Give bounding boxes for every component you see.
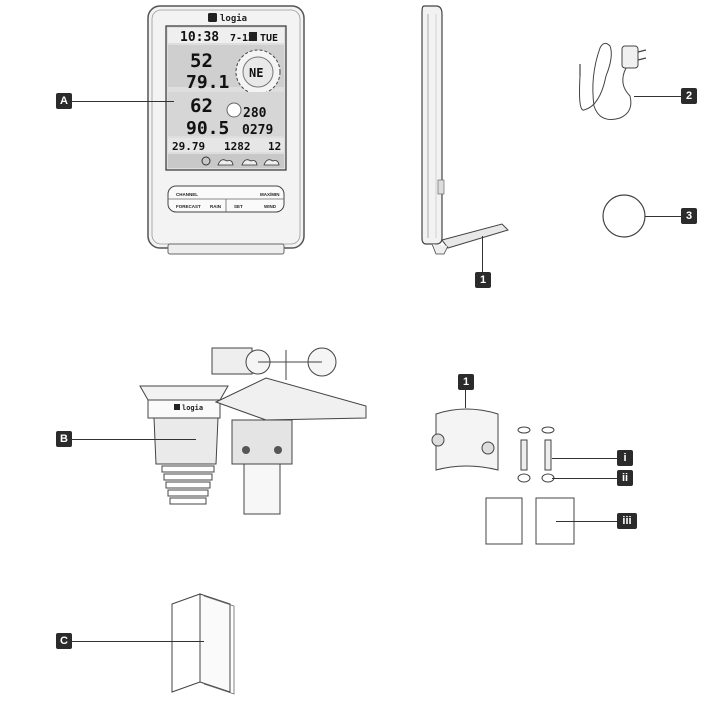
callout-a: A <box>56 93 72 109</box>
lcd-rain: 0279 <box>242 123 273 138</box>
console-side-view <box>421 5 509 255</box>
lcd-wind-direction: NE <box>249 66 263 80</box>
lcd-temp-out: 79.1 <box>186 72 229 93</box>
power-adapter <box>579 42 647 120</box>
callout-3-leader <box>645 216 681 217</box>
callout-b-leader <box>72 439 196 440</box>
set-button-label: SET <box>234 204 243 209</box>
screws <box>517 426 555 483</box>
callout-3-round: 3 <box>681 208 697 224</box>
callout-2-adapter: 2 <box>681 88 697 104</box>
callout-b: B <box>56 431 72 447</box>
callout-i: i <box>617 450 633 466</box>
callout-iii: iii <box>617 513 637 529</box>
lcd-value-right: 12 <box>268 140 281 153</box>
mounting-bracket <box>431 408 499 471</box>
callout-c-leader <box>72 641 204 642</box>
sensor-brand: logia <box>182 404 203 412</box>
display-console: logia 10:38 7-12 TUE 52 79.1 NE 62 90.5 … <box>147 5 305 255</box>
console-brand: logia <box>220 13 247 24</box>
lcd-value-mid: 1282 <box>224 140 251 153</box>
callout-1-mount: 1 <box>458 374 474 390</box>
callout-1-stand: 1 <box>475 272 491 288</box>
callout-c: C <box>56 633 72 649</box>
callout-1-stand-leader <box>482 236 483 272</box>
rain-button-label: RAIN <box>210 204 221 209</box>
lcd-date: 7-12 <box>230 33 254 44</box>
lcd-humidity-in: 62 <box>190 95 213 117</box>
callout-iii-leader <box>556 521 617 522</box>
callout-ii: ii <box>617 470 633 486</box>
lcd-time: 10:38 <box>180 30 219 45</box>
lcd-wind-degrees: 280 <box>243 106 267 121</box>
forecast-button-label: FORECAST <box>176 204 201 209</box>
callout-a-leader <box>72 101 174 102</box>
maxmin-button-label: MAX/MIN <box>260 192 280 197</box>
callout-1-mount-leader <box>465 390 466 408</box>
wind-button-label: WIND <box>264 204 277 209</box>
round-accessory <box>602 194 646 238</box>
callout-2-leader <box>634 96 681 97</box>
callout-i-leader <box>552 458 617 459</box>
callout-ii-leader <box>552 478 617 479</box>
lcd-day: TUE <box>260 33 278 44</box>
lcd-humidity-out: 52 <box>190 50 213 72</box>
lcd-pressure: 29.79 <box>172 140 205 153</box>
outdoor-sensor-array: logia <box>139 347 367 515</box>
channel-button-label: CHANNEL <box>176 192 198 197</box>
user-manual <box>171 593 235 695</box>
lcd-temp-in: 90.5 <box>186 118 229 139</box>
